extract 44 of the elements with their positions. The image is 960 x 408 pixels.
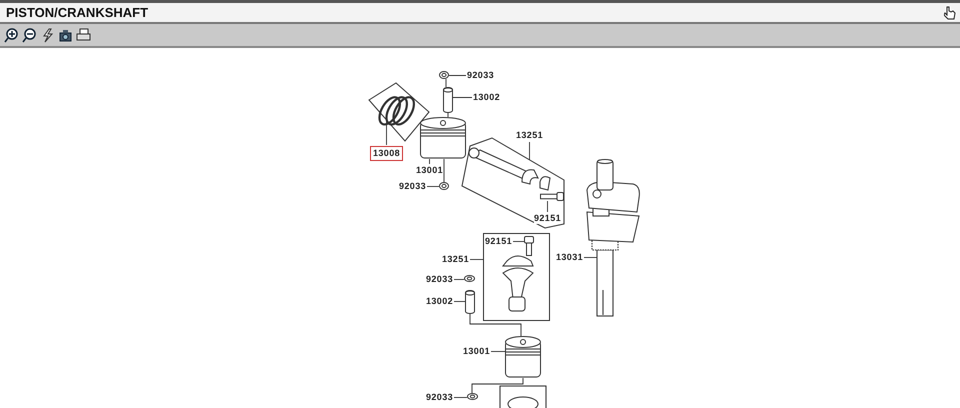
leader-line: [584, 257, 598, 258]
callout-number: 92033: [426, 274, 454, 285]
leader-line: [386, 119, 387, 146]
callout-number: 13251: [516, 130, 544, 141]
callout-number: 13008: [370, 146, 404, 161]
leader-line: [454, 301, 466, 302]
callout-number: 13002: [426, 296, 454, 307]
leader-line: [448, 75, 466, 76]
assembly-line: [472, 378, 524, 394]
leader-line: [490, 351, 506, 352]
callout-number: 13001: [416, 165, 444, 176]
piston-drawing: [505, 336, 541, 378]
callout-number: 92033: [426, 392, 454, 403]
piston-pin-drawing: [443, 87, 453, 113]
leader-line: [429, 158, 430, 164]
callout-number: 92033: [467, 70, 494, 81]
washer-drawing: [439, 182, 449, 190]
callout-number: 92033: [399, 181, 426, 192]
leader-line: [454, 397, 468, 398]
assembly-line: [470, 314, 522, 336]
callout-number: 13001: [463, 346, 490, 357]
connecting-rod-set-drawing: [483, 233, 550, 321]
piston-ring-set-drawing: [368, 82, 430, 142]
callout-number: 92151: [534, 213, 562, 224]
leader-line: [452, 97, 472, 98]
page-title: PISTON/CRANKSHAFT: [6, 5, 148, 20]
connecting-rod-set-drawing: [460, 138, 566, 230]
callout-number: 13002: [473, 92, 500, 103]
piston-drawing: [420, 117, 466, 159]
washer-drawing: [467, 393, 478, 400]
washer-drawing: [464, 275, 475, 282]
washer-drawing: [439, 71, 449, 79]
bolt-drawing: [540, 192, 564, 201]
callout-number: 13031: [556, 252, 584, 263]
piston-pin-drawing: [465, 290, 475, 314]
leader-line: [529, 142, 530, 160]
bolt-drawing: [524, 236, 534, 256]
callout-number: 13251: [442, 254, 470, 265]
leader-line: [454, 279, 464, 280]
callout-number: 92151: [485, 236, 512, 247]
leader-line: [426, 186, 440, 187]
leader-line: [512, 241, 524, 242]
leader-line: [470, 259, 484, 260]
leader-line: [547, 200, 548, 212]
